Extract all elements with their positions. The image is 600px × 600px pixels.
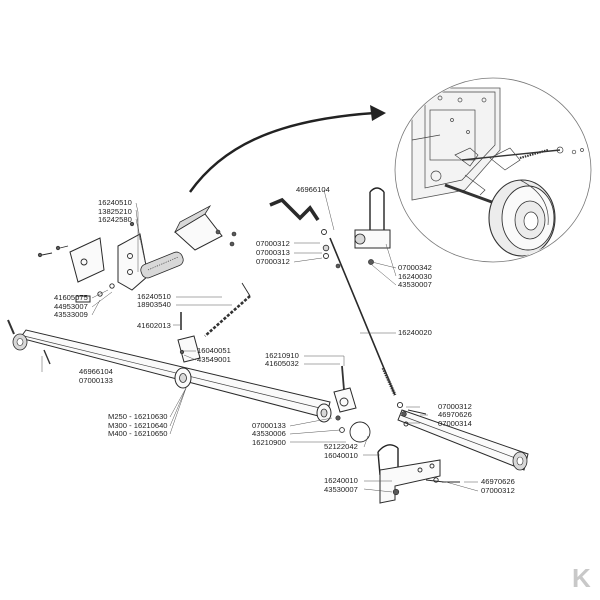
label-g16-a: 07000312	[438, 402, 472, 411]
label-g11-a: 16240010	[324, 476, 358, 485]
label-g14-b: 16240030	[398, 272, 432, 281]
label-g8-b: 41605032	[265, 359, 299, 368]
label-g14-a: 07000342	[398, 263, 432, 272]
label-g5-a: 16040051	[197, 346, 231, 355]
lower-bracket	[377, 444, 460, 504]
label-g8-a: 16210910	[265, 351, 299, 360]
label-g2-c: 43533009	[54, 310, 88, 319]
label-g14-c: 43530007	[398, 280, 432, 289]
part-labels: 16240510 13825210 16242580 41605075 4495…	[54, 185, 515, 495]
chain-spring	[177, 282, 251, 363]
center-clamp	[333, 365, 357, 433]
svg-text:K: K	[572, 563, 591, 593]
upper-bracket-assembly	[37, 204, 237, 303]
label-g17-a: 46970626	[481, 477, 515, 486]
label-g1-b: 13825210	[98, 207, 132, 216]
label-g1-c: 16242580	[98, 215, 132, 224]
label-g4: 41602013	[137, 321, 171, 330]
label-g7-a: M250 - 16210630	[108, 412, 168, 421]
right-shaft	[349, 409, 529, 471]
brand-logo: K	[572, 563, 591, 593]
label-g9-b: 43530006	[252, 429, 286, 438]
label-g16-c: 07000314	[438, 419, 472, 428]
leader-lines	[41, 189, 479, 493]
label-g1-a: 16240510	[98, 198, 132, 207]
control-rod	[269, 187, 397, 396]
detail-inset	[394, 77, 592, 263]
label-g11-b: 43530007	[324, 485, 358, 494]
right-fasteners	[396, 401, 445, 483]
main-shaft	[7, 319, 332, 423]
label-g2-b: 44953007	[54, 302, 88, 311]
label-g6-a: 46966104	[79, 367, 113, 376]
label-g2-a: 41605075	[54, 293, 88, 302]
label-g13-c: 07000312	[256, 257, 290, 266]
label-g13-a: 07000312	[256, 239, 290, 248]
label-g7-b: M300 - 16210640	[108, 421, 168, 430]
label-g17-b: 07000312	[481, 486, 515, 495]
label-g16-b: 46970626	[438, 410, 472, 419]
label-g5-b: 43549001	[197, 355, 231, 364]
label-g15: 16240020	[398, 328, 432, 337]
label-g10-a: 52122042	[324, 442, 358, 451]
label-g3-a: 16240510	[137, 292, 171, 301]
label-g12: 46966104	[296, 185, 330, 194]
label-g3-b: 18903540	[137, 300, 171, 309]
label-g6-b: 07000133	[79, 376, 113, 385]
label-g13-b: 07000313	[256, 248, 290, 257]
pointer-arrow	[189, 105, 386, 193]
label-g10-b: 16040010	[324, 451, 358, 460]
label-g9-a: 07000133	[252, 421, 286, 430]
label-g9-c: 16210900	[252, 438, 286, 447]
label-g7-c: M400 - 16210650	[108, 429, 168, 438]
